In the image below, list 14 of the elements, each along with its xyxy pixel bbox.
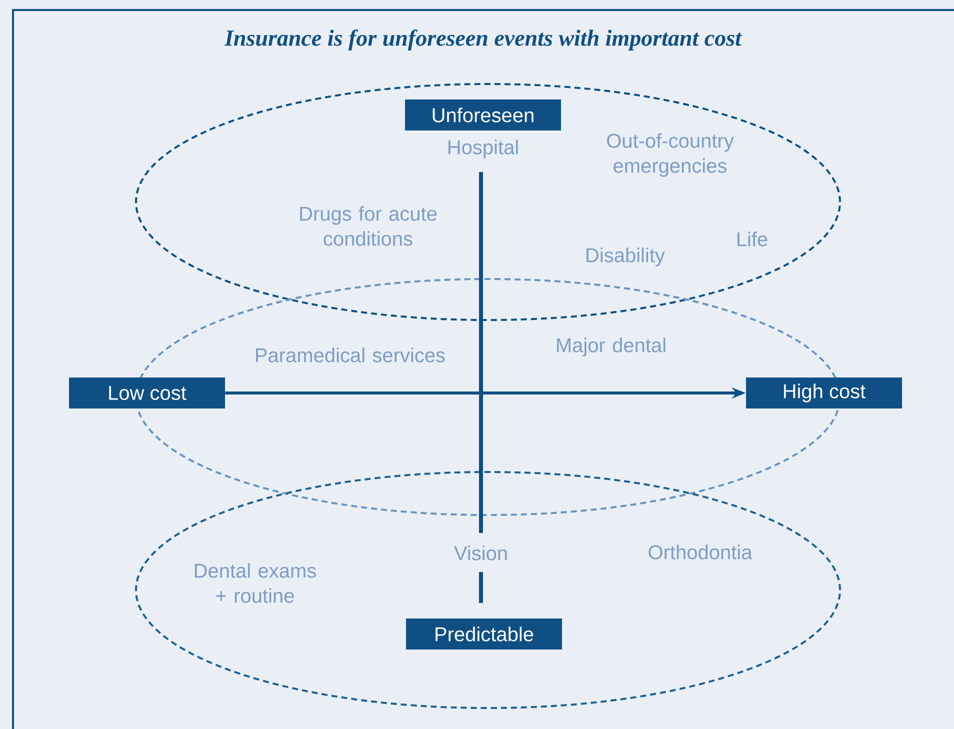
category-label: Paramedical services bbox=[256, 348, 445, 362]
label-box: Unforeseen bbox=[405, 100, 561, 130]
category-label: Dental exams + routine bbox=[194, 563, 316, 603]
category-label: Orthodontia bbox=[648, 544, 752, 560]
label-box: Predictable bbox=[406, 618, 562, 650]
label-box: Low cost bbox=[69, 378, 225, 408]
label-box: High cost bbox=[746, 378, 902, 408]
category-label: Out-of-country emergencies bbox=[607, 133, 734, 177]
category-label: Disability bbox=[586, 248, 665, 266]
title: Insurance is for unforeseen events with important cost bbox=[224, 29, 742, 51]
category-label: Life bbox=[738, 232, 768, 246]
category-label: Drugs for acute conditions bbox=[300, 206, 437, 246]
category-label: Major dental bbox=[557, 338, 666, 356]
category-label: Vision bbox=[454, 546, 507, 560]
